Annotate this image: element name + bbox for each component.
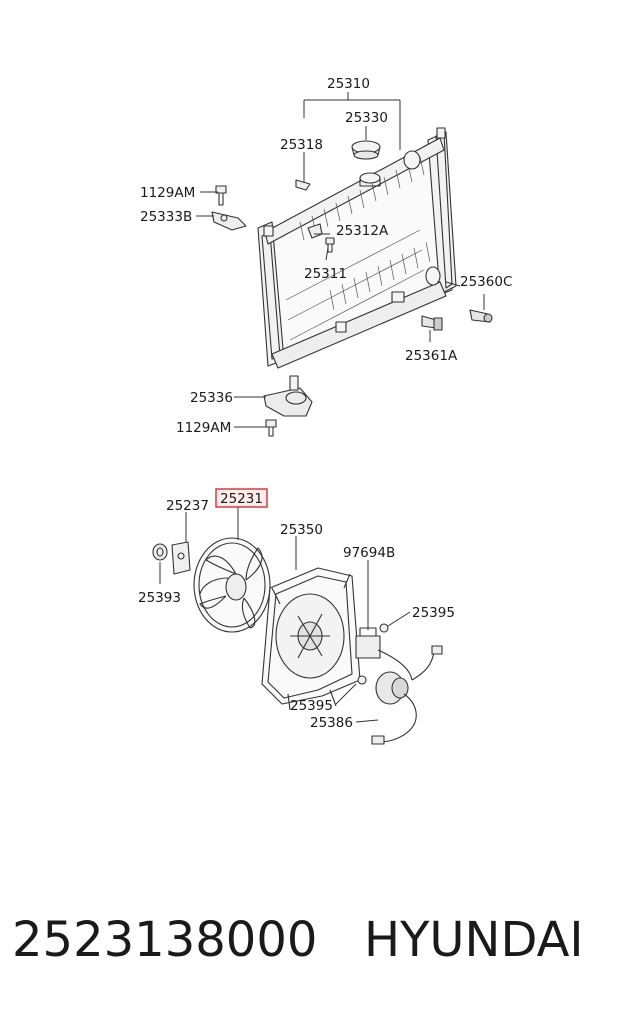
label-nut[interactable]: 25393 bbox=[138, 590, 181, 606]
fan-blade bbox=[193, 537, 271, 633]
clip bbox=[171, 541, 191, 575]
switch bbox=[421, 315, 443, 331]
highlight-box bbox=[215, 488, 268, 508]
motor-and-harness bbox=[355, 623, 443, 745]
label-harness[interactable]: 97694B bbox=[343, 545, 395, 561]
leader-lines bbox=[159, 92, 485, 723]
drain-plug bbox=[295, 179, 311, 191]
insulator-lower bbox=[263, 375, 313, 417]
label-drain-plug[interactable]: 25318 bbox=[280, 137, 323, 153]
shroud bbox=[261, 567, 361, 711]
label-insulator-lower[interactable]: 25336 bbox=[190, 390, 233, 406]
label-bracket-upper[interactable]: 25333B bbox=[140, 209, 192, 225]
label-clamp[interactable]: 25312A bbox=[336, 223, 389, 239]
brand-name: HYUNDAI bbox=[364, 912, 584, 968]
callout-labels: 25310 25330 25318 1129AM 25333B 25312A 2… bbox=[138, 76, 512, 731]
radiator-cap bbox=[351, 140, 381, 160]
part-number: 2523138000 bbox=[12, 912, 318, 968]
sensor bbox=[469, 309, 493, 323]
label-sensor[interactable]: 25360C bbox=[460, 274, 512, 290]
bolt-upper bbox=[215, 185, 227, 206]
label-fan-blade[interactable]: 25231 bbox=[220, 491, 263, 507]
nut bbox=[152, 543, 168, 561]
label-radiator-assy[interactable]: 25310 bbox=[327, 76, 370, 92]
label-clip[interactable]: 25237 bbox=[166, 498, 209, 514]
label-bolt-lower[interactable]: 1129AM bbox=[176, 420, 231, 436]
radiator-assembly bbox=[257, 127, 457, 369]
label-motor[interactable]: 25386 bbox=[310, 715, 353, 731]
caption: 2523138000 HYUNDAI bbox=[12, 900, 612, 980]
label-shroud[interactable]: 25350 bbox=[280, 522, 323, 538]
label-bolt-upper[interactable]: 1129AM bbox=[140, 185, 195, 201]
label-screw-lower[interactable]: 25395 bbox=[290, 698, 333, 714]
label-switch[interactable]: 25361A bbox=[405, 348, 458, 364]
label-screw-upper[interactable]: 25395 bbox=[412, 605, 455, 621]
bracket-upper bbox=[211, 211, 247, 231]
label-bolt-small[interactable]: 25311 bbox=[304, 266, 347, 282]
bolt-lower bbox=[265, 419, 277, 437]
label-cap[interactable]: 25330 bbox=[345, 110, 388, 126]
